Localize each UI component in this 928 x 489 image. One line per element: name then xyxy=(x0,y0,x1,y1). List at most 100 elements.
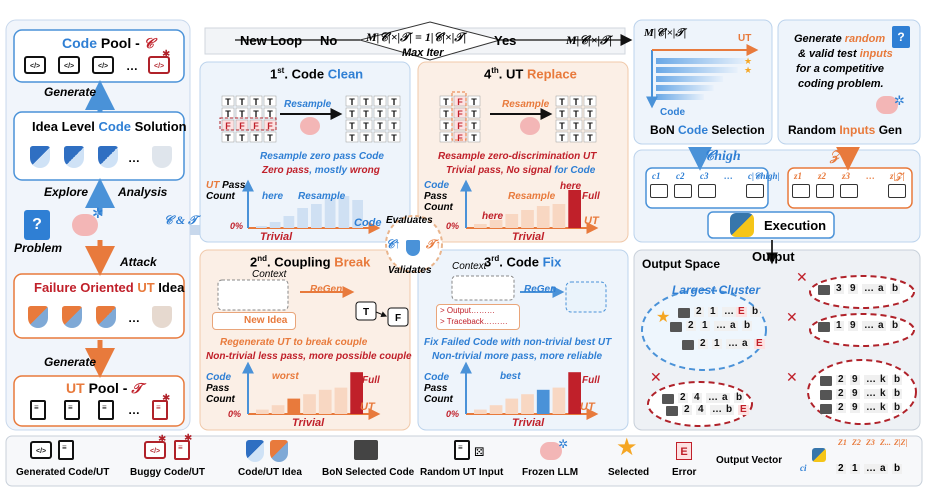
cc-right-matrix-cell-3-3: T xyxy=(387,131,401,143)
cb-word: Break xyxy=(334,254,371,270)
out-row-7-cell-0: 2 xyxy=(836,374,846,385)
no-label: No xyxy=(320,33,338,48)
legend-ov-cell-3: a xyxy=(878,463,888,474)
svg-text:F: F xyxy=(457,133,463,143)
svg-text:T: T xyxy=(267,97,273,107)
cf-chart-bar-5 xyxy=(552,387,566,414)
rig-a: Random xyxy=(788,123,836,137)
cb-chart-bar-4 xyxy=(318,389,332,414)
bon-heat-bar-0 xyxy=(656,58,748,64)
out-row-9-cell-0: 2 xyxy=(836,402,846,413)
ur-left-matrix-cell-1-2: T xyxy=(467,107,481,119)
out-row-1-cell-3: a xyxy=(728,320,738,331)
svg-text:T: T xyxy=(471,121,477,131)
out-row-8-cell-4: b xyxy=(892,388,903,399)
legend-ov-z-1: Z2 xyxy=(852,438,861,447)
c-high-label: 𝒞high xyxy=(704,149,741,164)
svg-text:T: T xyxy=(253,97,259,107)
z-item-icon-0 xyxy=(792,184,810,198)
ur-chart-bar-0 xyxy=(474,224,487,228)
cb-sup: nd xyxy=(257,254,268,263)
out-row-2-cell-2: … xyxy=(726,338,740,349)
c-item-icon-1 xyxy=(674,184,692,198)
cf-sup: rd xyxy=(491,254,500,263)
cc-right-matrix-cell-1-3: T xyxy=(387,107,401,119)
ut-pool-buggy-icon: ≡ xyxy=(152,400,168,420)
cb-chart-bar-6 xyxy=(350,372,363,414)
cb-context-box xyxy=(217,279,289,311)
brain-icon-left xyxy=(72,214,98,236)
svg-text:T: T xyxy=(573,121,579,131)
cf-word: Fix xyxy=(542,254,562,270)
max-iter-diamond xyxy=(358,21,502,61)
legend-python-icon xyxy=(812,448,826,462)
out-row-5-icon xyxy=(662,394,674,404)
ur-full: Full xyxy=(582,191,600,202)
legend-buggy-code-icon-glyph: </> xyxy=(150,448,161,455)
cc-sup: st xyxy=(277,66,285,75)
legend-error-icon: E xyxy=(676,442,692,460)
failure-idea-icon-faded xyxy=(152,306,172,328)
cf-fixed-code-box xyxy=(565,281,607,313)
svg-text:T: T xyxy=(573,133,579,143)
cc-left-matrix-cell-3-0: T xyxy=(221,131,235,143)
cb-full: Full xyxy=(362,375,380,386)
ur-right-matrix-cell-2-1: T xyxy=(569,119,583,131)
legend-ov-ci: ci xyxy=(800,463,807,473)
explore-label: Explore xyxy=(44,185,89,199)
bon-c: Selection xyxy=(711,123,765,137)
cc-cap2a: Zero pass xyxy=(262,165,310,176)
ur-brain-icon xyxy=(520,117,540,135)
cc-right-matrix-cell-0-0: T xyxy=(345,95,359,107)
code-pool-icon-1-glyph: </> xyxy=(64,63,75,70)
cb-context: Context xyxy=(252,269,287,280)
cf-num: 3 xyxy=(484,254,492,270)
legend-ov-z-3: Z... xyxy=(880,438,891,447)
idea-code-word: Code xyxy=(98,119,132,134)
idea-suffix: Solution xyxy=(134,119,187,134)
c-up-label: 𝒞↑ xyxy=(386,237,401,251)
out-row-2-cell-4: E xyxy=(754,338,765,349)
cb-x-left: Trivial xyxy=(292,417,325,429)
c-item-label-2: c3 xyxy=(700,171,709,181)
out-row-2-cell-1: 1 xyxy=(712,338,722,349)
out-row-5-cell-2: … xyxy=(706,392,720,403)
c-item-label-3: … xyxy=(724,171,733,181)
code-pool-buggy-icon-glyph: </> xyxy=(154,63,165,70)
cc-x-left: Trivial xyxy=(260,231,293,243)
idea-prefix: Idea Level xyxy=(32,119,95,134)
c-item-label-4: c|𝒞high| xyxy=(748,171,780,181)
out-row-0-cell-1: 1 xyxy=(708,306,718,317)
svg-text:T: T xyxy=(559,121,565,131)
svg-text:T: T xyxy=(573,109,579,119)
ur-left-matrix-cell-1-0: T xyxy=(439,107,453,119)
cc-right-matrix-cell-2-1: T xyxy=(359,119,373,131)
out-row-3-cell-2: … xyxy=(862,283,876,294)
out-row-8-cell-1: 9 xyxy=(850,388,860,399)
reject-cross-3: ✕ xyxy=(786,369,798,385)
failure-idea-icon-1 xyxy=(62,306,82,328)
svg-text:T: T xyxy=(559,133,565,143)
cc-left-matrix-cell-0-3: T xyxy=(263,95,277,107)
out-row-3-cell-4: b xyxy=(890,283,901,294)
out-row-3-cell-3: a xyxy=(876,283,886,294)
code-pool-word: Code xyxy=(62,35,97,51)
selected-star-icon: ★ xyxy=(656,309,671,326)
ur-word: Replace xyxy=(526,66,577,82)
coupling-break-title: 2nd. Coupling Break xyxy=(250,254,371,270)
gen-prompt-line-3: for a competitive xyxy=(796,63,885,75)
ur-caption-2: Trivial pass, No signal for Code xyxy=(446,166,595,176)
cb-chart-bar-3 xyxy=(303,394,316,414)
c-item-label-1: c2 xyxy=(676,171,685,181)
out-row-5-cell-0: 2 xyxy=(678,392,688,403)
bon-title: BoN Code Selection xyxy=(650,124,765,136)
cf-zero: 0% xyxy=(446,409,460,419)
out-row-8-cell-2: … xyxy=(864,388,878,399)
z-item-icon-2 xyxy=(840,184,858,198)
ur-right-matrix-cell-2-0: T xyxy=(555,119,569,131)
svg-text:T: T xyxy=(363,133,369,143)
cb-caption-2: Non-trivial less pass, more possible cou… xyxy=(206,351,412,362)
out-row-9-icon xyxy=(820,404,832,414)
out-row-0-cell-2: … xyxy=(722,306,736,317)
